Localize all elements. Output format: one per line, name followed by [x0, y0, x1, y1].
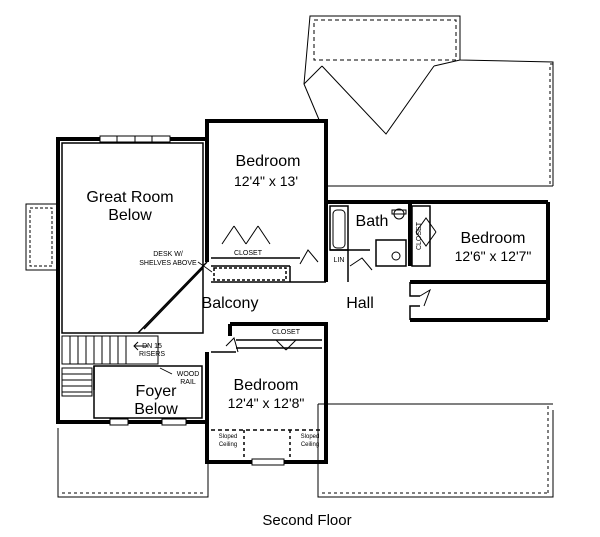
linen-label: LIN [334, 257, 345, 264]
door-swings [221, 217, 437, 353]
great-room-sublabel: Below [108, 207, 152, 224]
stairs [61, 335, 159, 397]
great-room-label: Great Room [86, 189, 173, 206]
desk-leader-line [197, 261, 213, 273]
bedroom-bottom-label: Bedroom [234, 377, 299, 394]
closet-top-label: CLOSET [234, 250, 263, 257]
rail-label-2: RAIL [180, 379, 196, 386]
stairs-label-1: DN 15 [142, 343, 162, 350]
closet-right-label: CLOSET [416, 221, 423, 250]
sloped-left-1: Sloped [219, 434, 238, 440]
desk-label-2: SHELVES ABOVE [139, 260, 197, 267]
bedroom-top-label: Bedroom [236, 153, 301, 170]
roof-outline-bottom [57, 403, 554, 498]
closet-bottom-label: CLOSET [272, 329, 301, 336]
bedroom-right-label: Bedroom [461, 230, 526, 247]
plan-caption: Second Floor [262, 512, 351, 529]
interior-walls [61, 142, 431, 458]
balcony-label: Balcony [202, 295, 259, 312]
sloped-right-2: Ceiling [301, 442, 319, 448]
rail-label-1: WOOD [177, 371, 200, 378]
bedroom-bottom-size: 12'4" x 12'8" [228, 395, 305, 411]
bath-fixtures [332, 208, 407, 261]
hall-label: Hall [346, 295, 374, 312]
walls [56, 119, 550, 464]
roof-outline-top [303, 15, 554, 187]
bath-label: Bath [356, 213, 389, 230]
window-bay-left [25, 203, 56, 271]
stairs-label-2: RISERS [139, 351, 165, 358]
windows [99, 135, 285, 466]
foyer-sublabel: Below [134, 401, 178, 418]
foyer-label: Foyer [136, 383, 178, 400]
desk-label-1: DESK W/ [153, 251, 183, 258]
bedroom-top-size: 12'4" x 13' [234, 173, 298, 189]
sloped-left-2: Ceiling [219, 442, 237, 448]
bedroom-right-size: 12'6" x 12'7" [455, 248, 532, 264]
sloped-right-1: Sloped [301, 434, 320, 440]
rail-leader-line [159, 367, 173, 375]
